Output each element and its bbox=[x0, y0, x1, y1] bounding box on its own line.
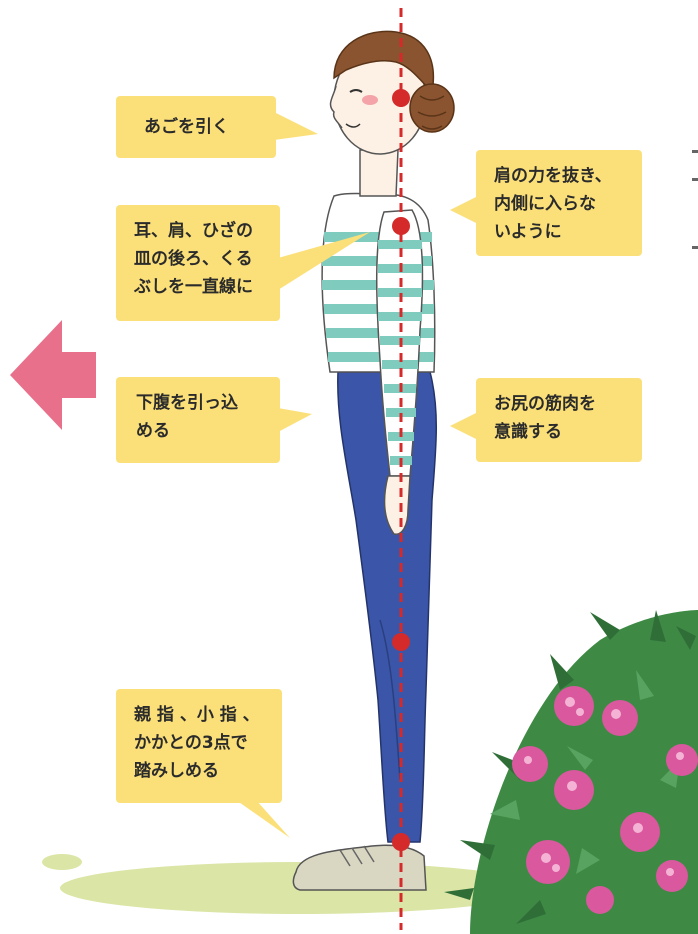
callout-feet: 親 指 、小 指 、 かかとの3点で 踏みしめる bbox=[116, 689, 282, 803]
ear-point bbox=[392, 89, 410, 107]
hand bbox=[383, 475, 411, 535]
callout-hips: お尻の筋肉を 意識する bbox=[476, 378, 642, 462]
ankle-point bbox=[392, 833, 410, 851]
callout-chin: あごを引く bbox=[116, 96, 276, 158]
jeans bbox=[337, 371, 437, 843]
knee-point bbox=[392, 633, 410, 651]
hair bbox=[333, 30, 434, 94]
shoe bbox=[292, 844, 427, 891]
left-arrow-icon bbox=[10, 320, 96, 430]
callout-tails bbox=[236, 112, 478, 838]
callout-shoulder: 肩の力を抜き、 内側に入らな いように bbox=[476, 150, 642, 256]
edge-artifacts bbox=[692, 150, 698, 249]
callout-ear-shoulder-knee: 耳、肩、ひざの 皿の後ろ、くる ぶしを一直線に bbox=[116, 205, 280, 321]
hair-bun bbox=[409, 83, 455, 133]
woman-figure bbox=[292, 30, 455, 891]
flower-bush bbox=[444, 610, 698, 934]
callout-belly: 下腹を引っ込 める bbox=[116, 377, 280, 463]
grass-patch-left bbox=[42, 854, 82, 870]
shoulder-point bbox=[392, 217, 410, 235]
